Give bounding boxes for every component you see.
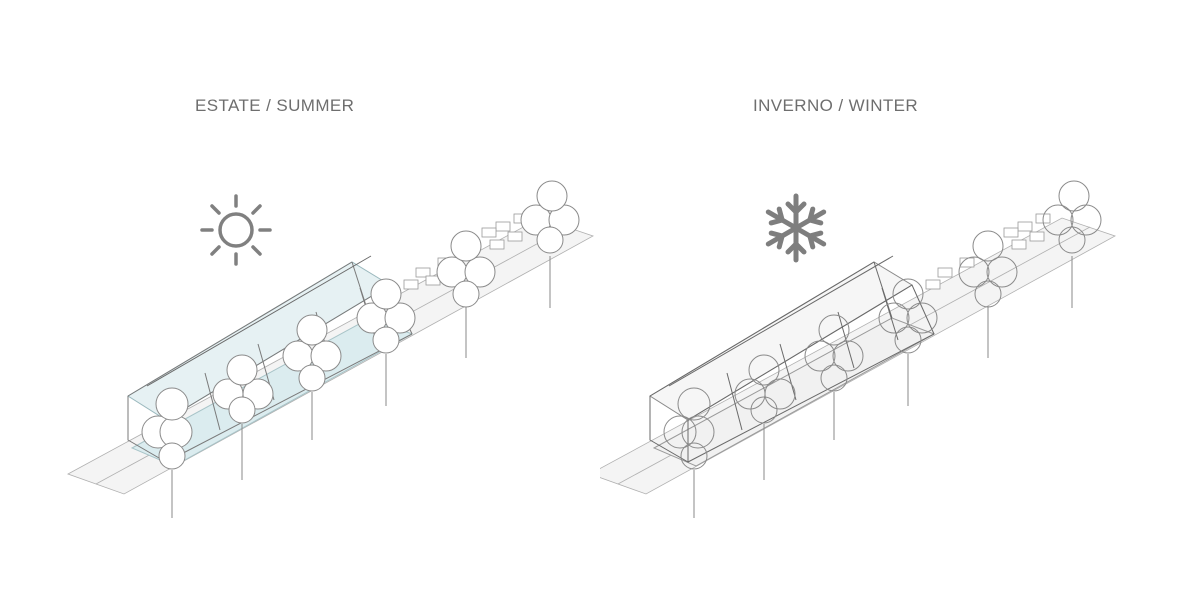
tree-2 (212, 354, 274, 480)
winter-panel: INVERNO / WINTER (600, 0, 1200, 602)
summer-diagram (67, 180, 594, 518)
winter-title: INVERNO / WINTER (753, 96, 919, 115)
tree-6 (520, 180, 580, 308)
tree-3 (282, 314, 342, 440)
tree-3 (804, 314, 864, 440)
tree-1 (663, 387, 715, 518)
summer-trees (141, 180, 580, 518)
sun-icon (200, 194, 272, 266)
tree-5 (436, 230, 496, 358)
tree-6 (1042, 180, 1102, 308)
winter-diagram (600, 180, 1116, 518)
winter-trees (663, 180, 1102, 518)
tree-4 (356, 278, 416, 406)
summer-title: ESTATE / SUMMER (195, 96, 355, 115)
tree-4 (878, 278, 938, 406)
greenhouse (649, 255, 936, 467)
tree-5 (958, 230, 1018, 358)
tree-2 (734, 354, 796, 480)
summer-panel: ESTATE / SUMMER (67, 96, 594, 518)
tree-1 (141, 387, 193, 518)
snowflake-icon (765, 193, 827, 263)
